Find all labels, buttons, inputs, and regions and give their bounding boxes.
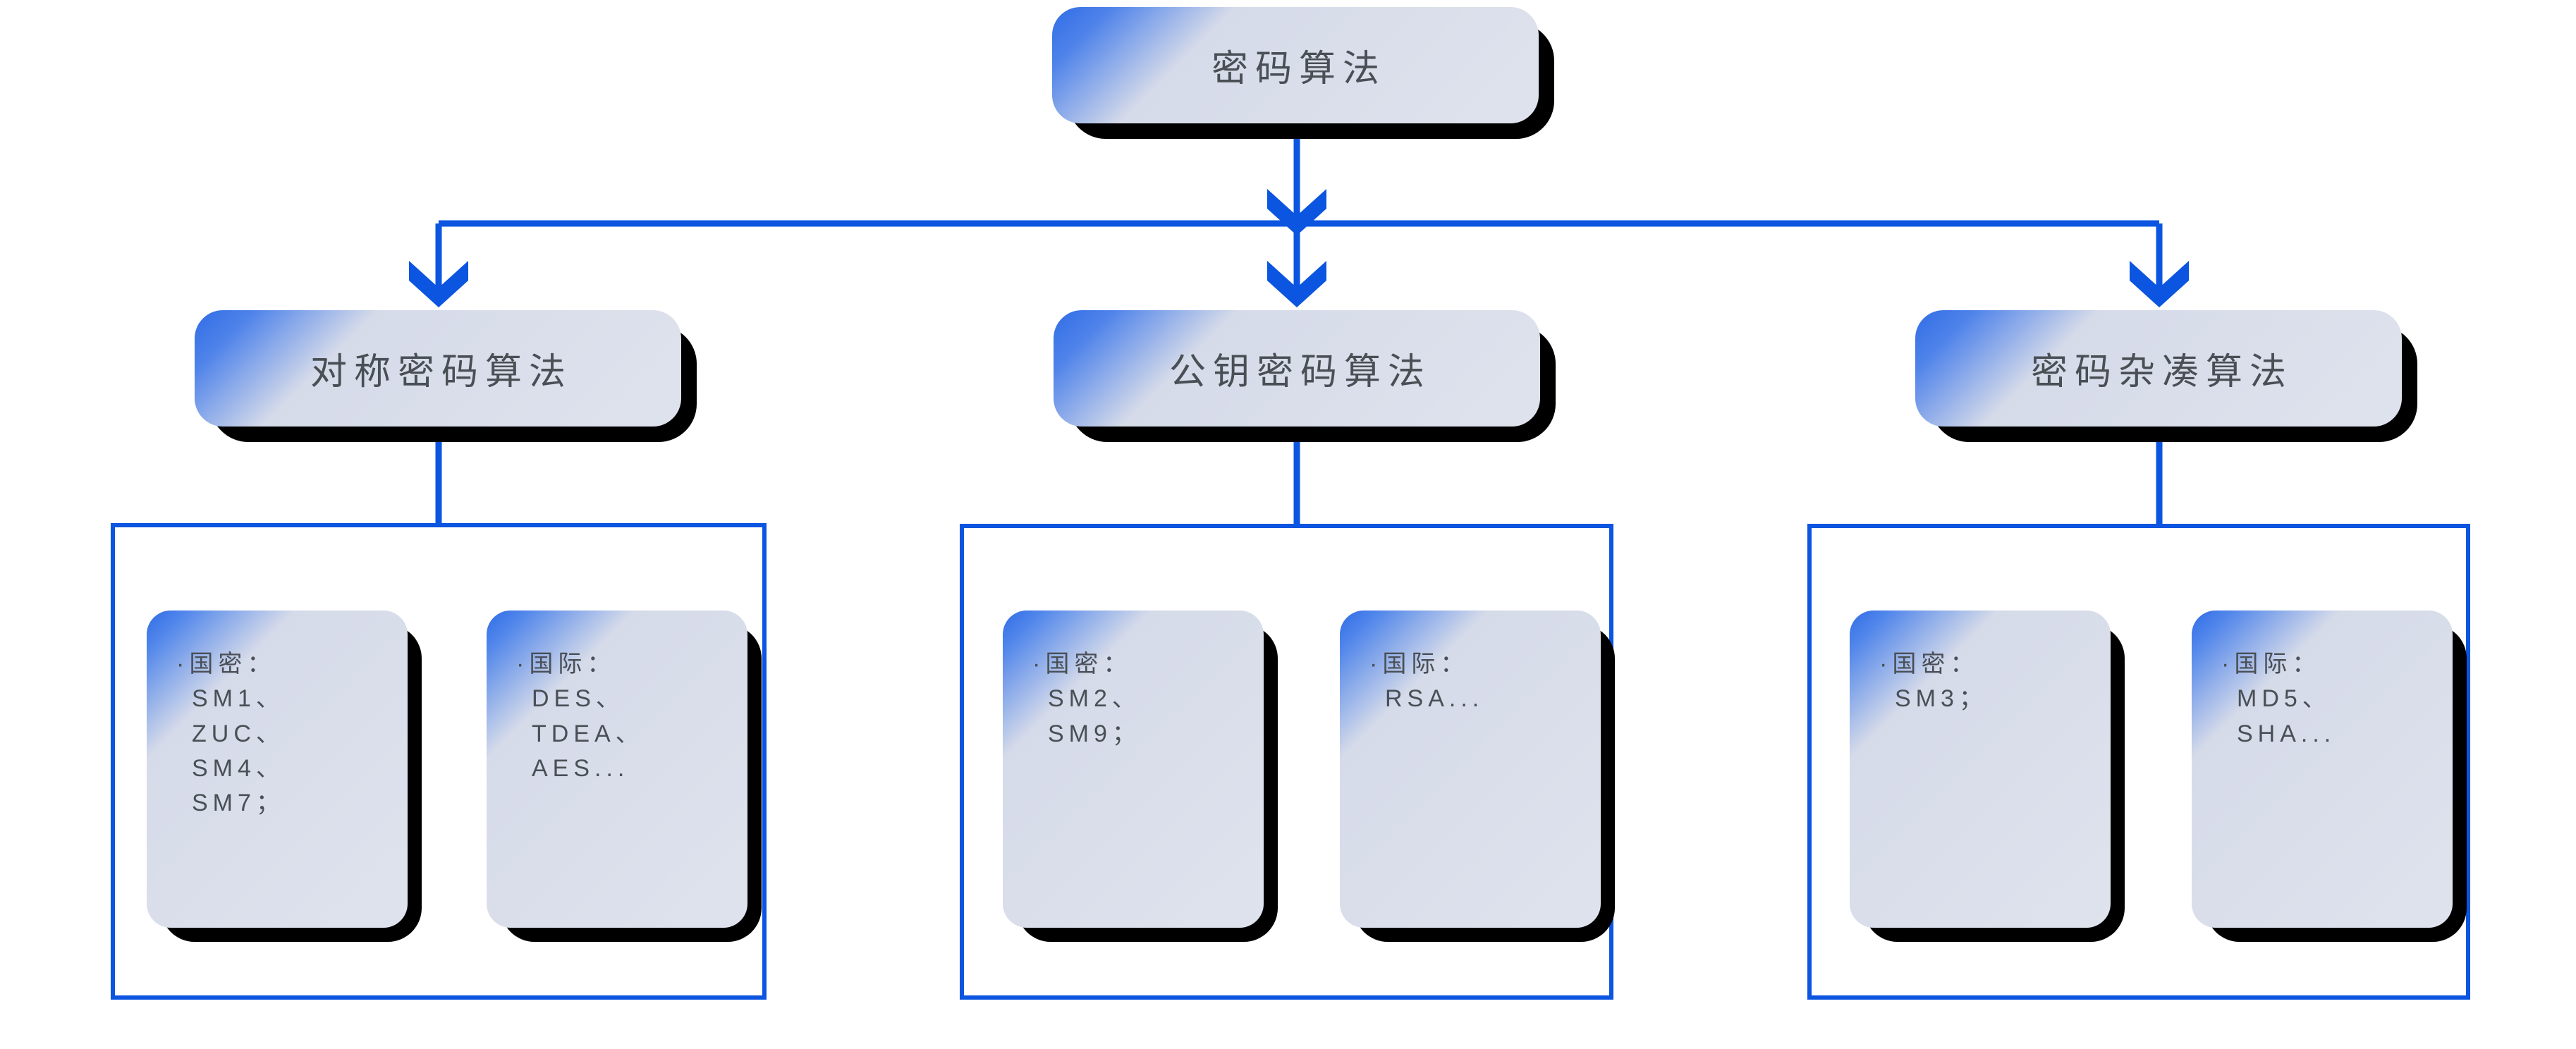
- leaf-public-key-international[interactable]: ·国际： RSA...: [1340, 611, 1615, 942]
- leaf-hash-domestic[interactable]: ·国密： SM3；: [1850, 611, 2125, 942]
- node-face: ·国密： SM2、 SM9；: [1003, 611, 1264, 928]
- arrowhead-root-to-bus: [1267, 189, 1326, 235]
- leaf-symmetric-international-text: ·国际： DES、 TDEA、 AES...: [516, 647, 645, 786]
- arrowhead-publickey: [1267, 261, 1326, 307]
- node-face: ·国际： MD5、 SHA...: [2192, 611, 2453, 928]
- leaf-symmetric-domestic[interactable]: ·国密： SM1、 ZUC、 SM4、 SM7；: [147, 611, 422, 942]
- node-face: ·国密： SM1、 ZUC、 SM4、 SM7；: [147, 611, 408, 928]
- leaf-hash-international-text: ·国际： MD5、 SHA...: [2221, 647, 2336, 752]
- leaf-heading: ·国际：: [1369, 651, 1470, 677]
- node-branch-public-key-label: 公钥密码算法: [1168, 352, 1432, 393]
- leaf-item: SM7；: [192, 790, 285, 817]
- leaf-item: TDEA、: [532, 720, 645, 747]
- arrowhead-hash: [2130, 261, 2189, 307]
- leaf-hash-domestic-text: ·国密： SM3；: [1879, 647, 1988, 717]
- leaf-item: SM1、: [192, 685, 285, 713]
- node-branch-hash[interactable]: 密码杂凑算法: [1915, 310, 2417, 442]
- leaf-hash-international[interactable]: ·国际： MD5、 SHA...: [2192, 611, 2467, 942]
- node-face: ·国际： RSA...: [1340, 611, 1601, 928]
- leaf-heading: ·国际：: [516, 651, 616, 677]
- leaf-heading: ·国密：: [176, 651, 276, 677]
- group-box-symmetric: [111, 523, 767, 1000]
- leaf-public-key-domestic-text: ·国密： SM2、 SM9；: [1032, 647, 1141, 752]
- leaf-item: RSA...: [1385, 685, 1484, 713]
- leaf-symmetric-international[interactable]: ·国际： DES、 TDEA、 AES...: [487, 611, 762, 942]
- node-branch-symmetric[interactable]: 对称密码算法: [195, 310, 697, 442]
- node-face: 密码算法: [1052, 7, 1539, 123]
- leaf-item: SM3；: [1895, 685, 1988, 713]
- leaf-public-key-domestic[interactable]: ·国密： SM2、 SM9；: [1003, 611, 1278, 942]
- node-branch-symmetric-label: 对称密码算法: [310, 352, 573, 393]
- leaf-heading: ·国密：: [1032, 651, 1133, 677]
- leaf-item: MD5、: [2237, 685, 2331, 713]
- leaf-item: SM9；: [1048, 720, 1141, 747]
- node-root[interactable]: 密码算法: [1052, 7, 1554, 139]
- leaf-heading: ·国际：: [2221, 651, 2321, 677]
- leaf-item: SM2、: [1048, 685, 1141, 713]
- leaf-heading: ·国密：: [1879, 651, 1979, 677]
- leaf-item: DES、: [532, 685, 625, 713]
- arrowhead-symmetric: [409, 261, 468, 307]
- node-face: 公钥密码算法: [1054, 310, 1540, 427]
- leaf-symmetric-domestic-text: ·国密： SM1、 ZUC、 SM4、 SM7；: [176, 647, 285, 821]
- node-branch-public-key[interactable]: 公钥密码算法: [1054, 310, 1556, 442]
- node-face: ·国际： DES、 TDEA、 AES...: [487, 611, 747, 928]
- node-root-label: 密码算法: [1211, 49, 1386, 90]
- node-face: ·国密： SM3；: [1850, 611, 2111, 928]
- leaf-item: AES...: [532, 754, 630, 782]
- node-face: 对称密码算法: [195, 310, 681, 427]
- leaf-item: SHA...: [2237, 720, 2336, 747]
- node-face: 密码杂凑算法: [1915, 310, 2402, 427]
- leaf-item: ZUC、: [192, 720, 285, 747]
- group-box-hash: [1807, 524, 2470, 1000]
- leaf-item: SM4、: [192, 754, 285, 782]
- node-branch-hash-label: 密码杂凑算法: [2030, 352, 2293, 393]
- leaf-public-key-international-text: ·国际： RSA...: [1369, 647, 1484, 717]
